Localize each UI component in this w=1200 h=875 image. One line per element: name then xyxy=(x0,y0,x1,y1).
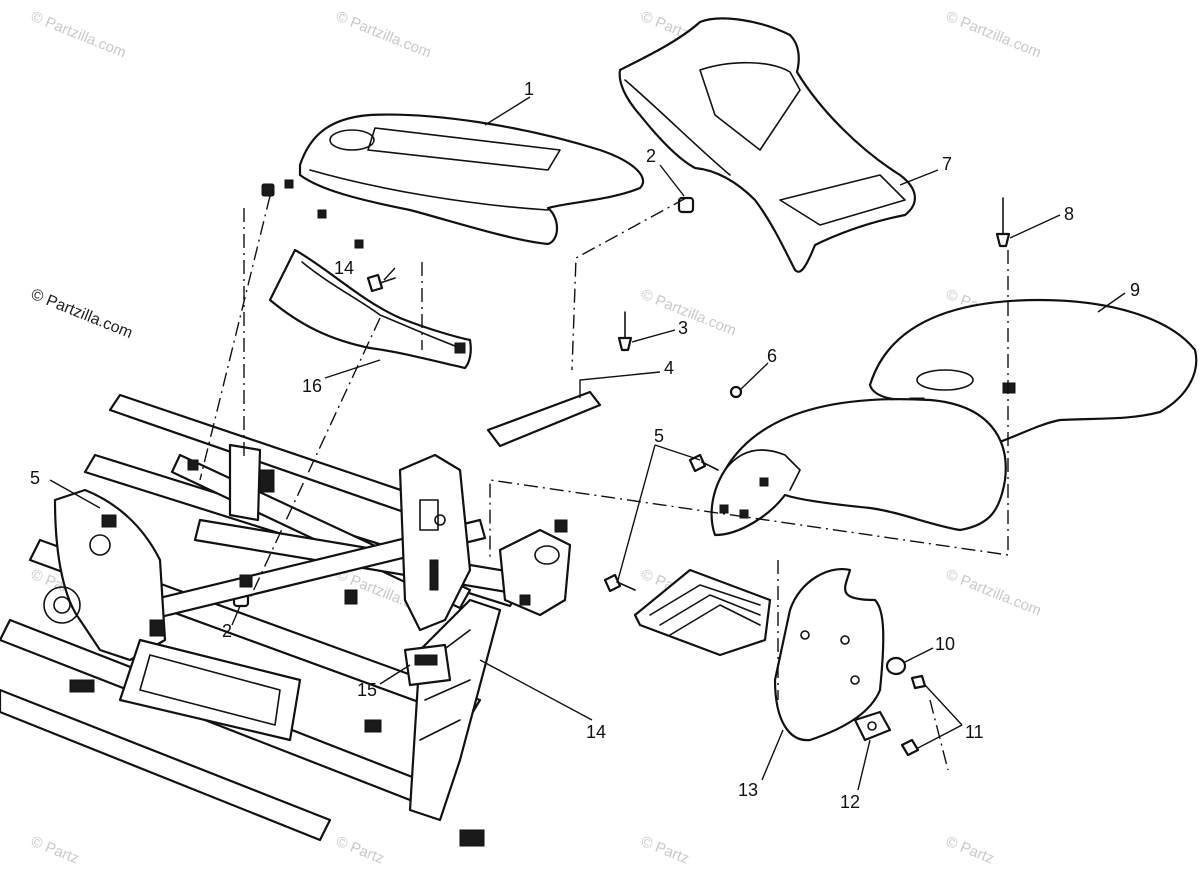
alignment-lines xyxy=(199,195,1009,771)
part-16-lower-panel xyxy=(268,248,472,370)
front-fender xyxy=(710,398,1007,537)
watermark: © Partzilla.com xyxy=(944,8,1044,62)
part-7-rear-cover xyxy=(618,17,916,273)
fasteners xyxy=(232,196,1011,757)
callout-16: 16 xyxy=(302,376,322,396)
footrest-grille xyxy=(633,568,772,657)
part-13-mud-flap xyxy=(773,567,885,742)
watermark: © Partz xyxy=(334,833,387,868)
part-4-plate xyxy=(486,390,602,448)
watermark: © Partzilla.com xyxy=(29,8,129,62)
callout-12: 12 xyxy=(840,792,860,812)
leader-lines xyxy=(49,96,1126,791)
callout-5-left: 5 xyxy=(30,468,40,488)
callout-1: 1 xyxy=(524,79,534,99)
callout-14-lower: 14 xyxy=(586,722,606,742)
watermark: © Partzilla.com xyxy=(944,566,1044,620)
watermark-main: © Partzilla.com xyxy=(29,286,135,342)
callout-7: 7 xyxy=(942,154,952,174)
callout-4: 4 xyxy=(664,358,674,378)
part-1-front-cab xyxy=(261,113,645,249)
callout-15: 15 xyxy=(357,680,377,700)
frame-assembly xyxy=(0,393,572,847)
callout-2-lower: 2 xyxy=(222,621,232,641)
callout-2-upper: 2 xyxy=(646,146,656,166)
callout-13: 13 xyxy=(738,780,758,800)
callout-11: 11 xyxy=(965,722,984,742)
watermark: © Partzilla.com xyxy=(639,286,739,340)
callout-8: 8 xyxy=(1064,204,1074,224)
callout-6: 6 xyxy=(767,346,777,366)
callout-9: 9 xyxy=(1130,280,1140,300)
watermark: © Partzilla.com xyxy=(334,8,434,62)
callout-5-right: 5 xyxy=(654,426,664,446)
watermark: © Partz xyxy=(29,833,82,868)
callout-14-upper: 14 xyxy=(334,258,354,278)
part-12-bracket xyxy=(853,710,892,742)
watermark: © Partz xyxy=(639,833,692,868)
callout-10: 10 xyxy=(935,634,955,654)
callout-labels: 1 2 7 8 9 14 3 4 6 16 5 5 2 10 15 14 11 … xyxy=(30,79,1140,812)
callout-3: 3 xyxy=(678,318,688,338)
watermark: © Partz xyxy=(944,833,997,868)
